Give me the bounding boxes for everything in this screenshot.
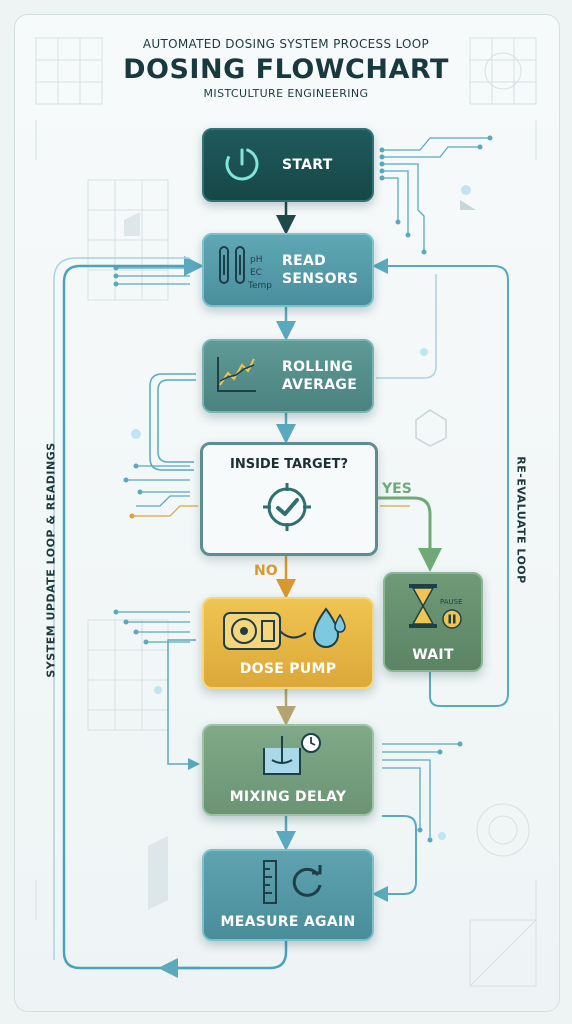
decision-label: INSIDE TARGET? [229, 457, 348, 472]
company-name: MISTCULTURE ENGINEERING [203, 87, 369, 100]
read-sensors-label: READ SENSORS [282, 252, 358, 288]
circuit-traces [116, 137, 490, 840]
line-chart-icon [217, 357, 256, 392]
sensor-probes-icon [219, 246, 245, 284]
measure-again-node: MEASURE AGAIN [202, 849, 374, 941]
clock-icon [301, 733, 321, 753]
sensor-ph-label: pH [250, 255, 263, 265]
target-check-icon [263, 483, 311, 531]
page-subtitle: AUTOMATED DOSING SYSTEM PROCESS LOOP [142, 37, 430, 51]
grid-decoration [35, 37, 537, 987]
wait-node: PAUSE WAIT [383, 572, 483, 672]
measure-again-label: MEASURE AGAIN [220, 914, 356, 930]
page-title: DOSING FLOWCHART [123, 54, 449, 85]
read-sensors-line2: SENSORS [282, 271, 359, 287]
right-loop-label: RE-EVALUATE LOOP [514, 456, 528, 584]
rolling-line2: AVERAGE [282, 377, 358, 393]
wait-label: WAIT [412, 647, 454, 663]
read-sensors-line1: READ [282, 253, 326, 269]
start-label: START [282, 157, 333, 173]
sensor-temp-label: Temp [248, 281, 272, 291]
ruler-icon [263, 860, 277, 904]
rolling-average-label: ROLLING AVERAGE [282, 358, 357, 394]
sensor-ec-label: EC [250, 268, 262, 278]
dose-pump-node: DOSE PUMP [202, 597, 374, 689]
mixing-delay-label: MIXING DELAY [229, 789, 347, 805]
hourglass-icon [409, 584, 437, 628]
mixing-tank-icon [263, 736, 301, 775]
water-drop-icon [312, 607, 346, 648]
mixing-delay-node: MIXING DELAY [202, 724, 374, 816]
rolling-average-node: ROLLING AVERAGE [202, 339, 374, 413]
pause-label: PAUSE [440, 598, 463, 606]
refresh-icon [292, 865, 322, 897]
pump-icon [223, 612, 307, 650]
no-label: NO [254, 563, 278, 579]
left-loop-label: SYSTEM UPDATE LOOP & READINGS [44, 442, 58, 678]
rolling-line1: ROLLING [282, 359, 354, 375]
power-icon [225, 147, 259, 181]
pause-icon [442, 609, 462, 629]
read-sensors-node: pH EC Temp READ SENSORS [202, 233, 374, 307]
dose-pump-label: DOSE PUMP [239, 661, 337, 677]
inside-target-decision: INSIDE TARGET? [200, 442, 378, 556]
start-node: START [202, 128, 374, 202]
yes-label: YES [382, 481, 412, 497]
